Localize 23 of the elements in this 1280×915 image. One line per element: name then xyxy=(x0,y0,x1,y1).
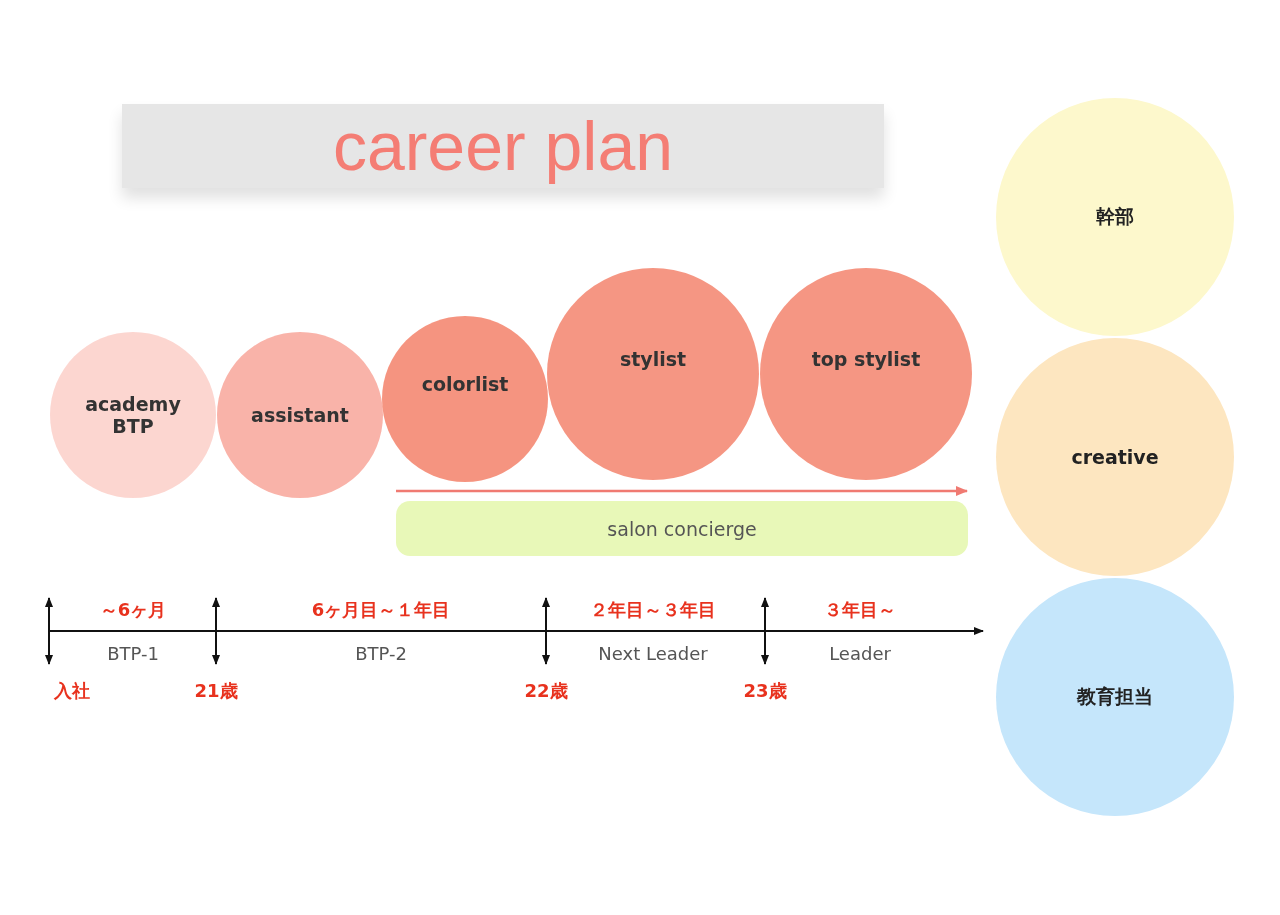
node-label: 幹部 xyxy=(1096,205,1134,227)
timeline-note: 6ヶ月目～１年目 xyxy=(311,598,451,622)
node-label: top stylist xyxy=(811,348,921,370)
node-label: salon concierge xyxy=(607,517,757,540)
node-label: 教育担当 xyxy=(1077,685,1153,707)
node-label: academy BTP xyxy=(84,393,182,437)
node-label: creative xyxy=(1071,446,1159,468)
bar-node xyxy=(396,501,968,556)
stage-label: BTP-2 xyxy=(355,643,407,664)
stage-label: Leader xyxy=(829,643,891,664)
stage-label: Next Leader xyxy=(598,643,708,664)
timeline-note: 22歳 xyxy=(524,679,568,703)
timeline-note: ２年目～３年目 xyxy=(590,598,716,622)
timeline-note: 23歳 xyxy=(743,679,787,703)
node-label: stylist xyxy=(619,348,687,370)
stage-label: BTP-1 xyxy=(107,643,159,664)
timeline-note: ３年目～ xyxy=(824,598,896,622)
title: career plan xyxy=(332,107,674,185)
node-label: colorlist xyxy=(421,373,509,395)
timeline-note: 入社 xyxy=(54,679,90,703)
node-label: assistant xyxy=(251,404,349,426)
timeline-note: ～6ヶ月 xyxy=(99,598,167,622)
timeline-note: 21歳 xyxy=(194,679,238,703)
